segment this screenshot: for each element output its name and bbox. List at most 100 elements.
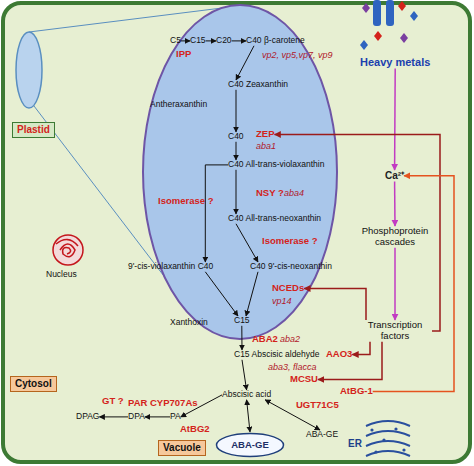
pathway-arrow [206, 40, 216, 41]
pathway-arrow [236, 142, 237, 160]
metabolite: C15 Abscisic aldehyde [234, 350, 320, 360]
node-text: DPA [128, 412, 145, 422]
signal-node: Transcription factors [358, 320, 432, 342]
metal-ion [410, 11, 418, 21]
metabolite: DPAG [76, 412, 99, 422]
metabolite: C15 [234, 316, 250, 326]
text-label: Xanthoxin [170, 318, 208, 328]
node-text: C15 [234, 316, 250, 326]
node-text: Ca²⁺ [385, 170, 404, 182]
pathway-arrow [232, 40, 246, 41]
organelle-name: ER [348, 438, 362, 450]
enzyme-name: AAO3 [326, 349, 352, 360]
node-text: ABA-GE [306, 430, 338, 440]
compartment-box: Vacuole [158, 440, 206, 456]
pathway-arrow [205, 272, 238, 316]
enzyme-label: AtBG2 [180, 424, 210, 435]
mutant-name: aba3, flacca [268, 362, 317, 372]
enzyme-name: NCEDs [272, 283, 304, 294]
stress-signal: Heavy metals [360, 56, 430, 69]
pathway-arrow [236, 170, 237, 214]
membrane-channel [373, 0, 381, 26]
enzyme-name: MCSU [290, 374, 318, 385]
pathway-arrow [205, 165, 228, 262]
metabolite: 9'-cis-violaxanthin C40 [128, 262, 213, 272]
node-text: MCSU [290, 374, 318, 385]
node-text: ABA-GE [231, 440, 268, 451]
node-text: AAO3 [326, 349, 352, 360]
node-text: C20 [216, 36, 232, 46]
node-text: C40 β-carotene [246, 36, 305, 46]
metabolite: C15 [190, 36, 206, 46]
node-text: C5 [170, 36, 181, 46]
node-text: C40 All-trans-neoxanthin [228, 214, 321, 224]
metal-ion [362, 3, 370, 13]
metabolite: C20 [216, 36, 232, 46]
metabolite: C40 All-trans-violaxanthin [228, 160, 324, 170]
node-text: PA [170, 412, 181, 422]
metabolite: ABA-GE [306, 430, 338, 440]
signal-node: Phosphoprotein cascades [356, 226, 434, 248]
metabolite: C5 [170, 36, 181, 46]
mutant-name: aba4 [284, 188, 304, 198]
ribosome-dot [402, 448, 405, 451]
pathway-arrow [265, 400, 320, 430]
compartment-box: Cytosol [10, 376, 57, 392]
regulation-arrow [373, 176, 454, 392]
enzyme-label: GT ? [102, 396, 124, 407]
regulation-arrow [352, 342, 370, 355]
vacuole-ellipse [217, 434, 284, 457]
regulation-arrow [394, 69, 396, 170]
metabolite: C40 Zeaxanthin [228, 80, 288, 90]
node-text: C40 Zeaxanthin [228, 80, 288, 90]
metal-ion [400, 33, 408, 43]
cell-membrane [3, 3, 470, 462]
text-label: Antheraxanthin [150, 100, 207, 110]
metal-ion [398, 1, 406, 11]
pathway-arrow [246, 272, 258, 316]
metabolite: C40 [228, 132, 244, 142]
pathway-arrow [100, 416, 129, 417]
node-text: Transcription factors [358, 320, 432, 342]
ribosome-dot [382, 438, 385, 441]
pathway-arrow [241, 326, 242, 350]
vacuole-shape: ABA-GE [215, 432, 285, 458]
node-text: Vacuole [163, 442, 201, 454]
pathway-arrow [181, 40, 190, 41]
node-text: C40 9'-cis-neoxanthin [250, 262, 332, 272]
pathway-arrow [145, 416, 170, 417]
nucleus-symbol [53, 235, 83, 265]
chromatin-swirl [56, 239, 78, 256]
membrane-channel [386, 0, 394, 26]
node-text: 9'-cis-violaxanthin C40 [128, 262, 213, 272]
regulation-arrow [394, 248, 396, 320]
enzyme-label: PAR [128, 398, 147, 409]
compartment-box: Plastid [12, 122, 55, 138]
node-text: Heavy metals [360, 56, 430, 69]
pathway-arrow [236, 46, 254, 80]
node-text: Abscisic acid [222, 390, 271, 400]
enzyme-label: Isomerase ? [158, 196, 213, 207]
pathway-arrow [236, 224, 258, 262]
enzyme-name: ZEP [256, 129, 274, 140]
regulation-arrow [275, 135, 441, 331]
node-text: ZEP [256, 129, 274, 140]
mutant-name: vp14 [272, 296, 292, 306]
regulation-arrow [304, 289, 366, 321]
regulation-arrow [394, 182, 396, 227]
pathway-arrow [181, 395, 222, 417]
enzyme-label: CYP707As [150, 398, 198, 409]
metabolite: C40 β-carotene [246, 36, 305, 46]
node-text: Cytosol [15, 378, 52, 390]
mutant-name: aba2 [280, 334, 300, 344]
ribosome-dot [374, 450, 377, 453]
regulation-arrow [318, 342, 382, 380]
ribosome-dot [394, 427, 397, 430]
node-text: C15 [190, 36, 206, 46]
metabolite: C40 9'-cis-neoxanthin [250, 262, 332, 272]
node-text: AtBG-1 [340, 386, 373, 397]
node-text: Plastid [17, 124, 50, 136]
node-text: C40 [228, 132, 244, 142]
